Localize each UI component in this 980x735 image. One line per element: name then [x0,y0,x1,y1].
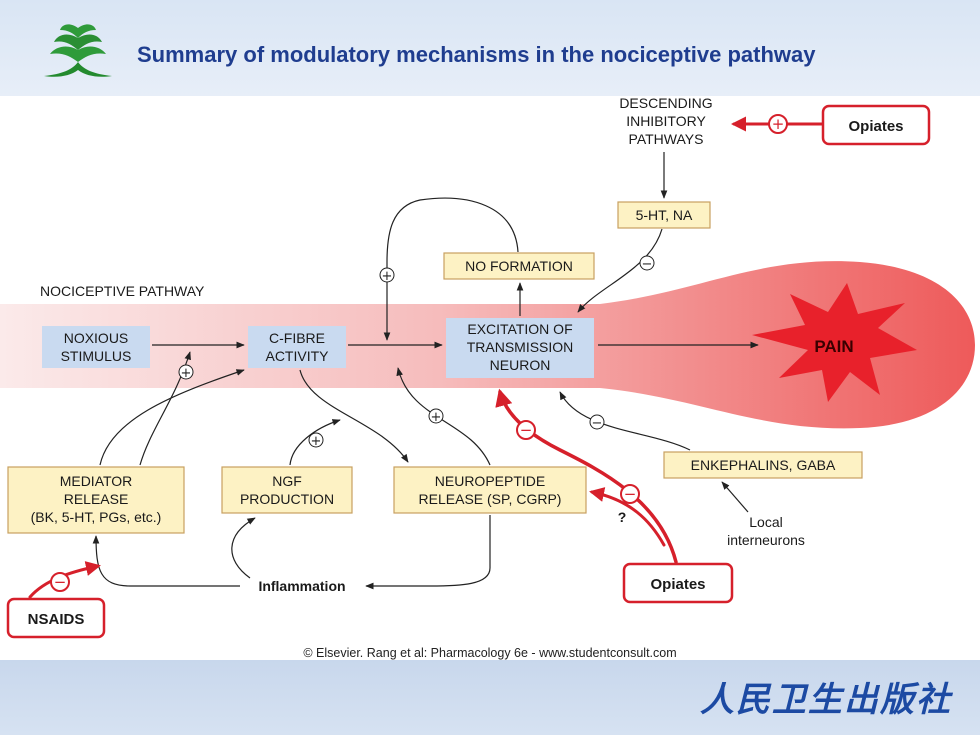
arrow-ngf-to-cfibre [289,419,341,466]
serotonin-label: 5-HT, NA [636,207,693,223]
leaf-logo-icon [44,24,112,77]
arrow-inflammation-to-mediator [92,535,240,587]
neuropeptide-line-2: RELEASE (SP, CGRP) [419,491,562,507]
header-bar [0,0,980,96]
page-title: Summary of modulatory mechanisms in the … [137,42,816,67]
svg-text:−: − [54,573,67,591]
plus-sign-ngf: + [308,432,324,449]
arrow-neuropeptide-to-inflammation [365,515,491,590]
mediator-line-3: (BK, 5-HT, PGs, etc.) [31,509,162,525]
excitation-line-1: EXCITATION OF [467,321,572,337]
cfibre-line-1: C-FIBRE [269,330,325,346]
red-minus-sign-excitation: − [516,420,536,440]
svg-text:+: + [382,269,393,284]
plus-sign-neuropeptide: + [428,408,444,425]
red-minus-sign-neuropeptide: − [620,484,640,504]
ngf-line-1: NGF [272,473,302,489]
ngf-production-box: NGF PRODUCTION [221,466,353,514]
no-formation-box: NO FORMATION [443,252,595,280]
local-line-2: interneurons [727,532,805,548]
mediator-line-2: RELEASE [64,491,129,507]
enkephalins-label: ENKEPHALINS, GABA [691,457,836,473]
svg-text:−: − [592,416,603,431]
publisher-logo: 人民卫生出版社 [700,680,952,720]
opiates-top-box: Opiates [821,104,931,146]
ngf-line-2: PRODUCTION [240,491,334,507]
enkephalins-gaba-box: ENKEPHALINS, GABA [663,451,863,479]
minus-sign-enkephalins: − [589,414,605,431]
pathway-label: NOCICEPTIVE PATHWAY [40,283,205,299]
c-fibre-activity-box: C-FIBRE ACTIVITY [248,326,346,368]
excitation-neuron-box: EXCITATION OF TRANSMISSION NEURON [446,318,594,378]
svg-text:+: + [772,115,785,133]
pain-star-icon [752,283,917,402]
noxious-line-2: STIMULUS [61,348,132,364]
svg-text:+: + [181,366,192,381]
red-minus-sign-nsaids: − [50,572,70,592]
svg-text:−: − [624,485,637,503]
descending-line-3: PATHWAYS [629,131,704,147]
neuropeptide-line-1: NEUROPEPTIDE [435,473,545,489]
footer-bar [0,660,980,735]
inflammation-label: Inflammation [258,578,345,594]
mediator-line-1: MEDIATOR [60,473,133,489]
arrow-inflammation-to-ngf [231,517,256,579]
opiates-bottom-label: Opiates [650,576,705,593]
copyright-credit: © Elsevier. Rang et al: Pharmacology 6e … [303,646,677,660]
nsaids-label: NSAIDS [28,611,85,628]
excitation-line-2: TRANSMISSION [467,339,574,355]
plus-sign-mediator: + [178,364,194,381]
local-line-1: Local [749,514,782,530]
svg-text:−: − [642,257,653,272]
svg-text:+: + [311,434,322,449]
minus-sign-5ht: − [639,255,655,272]
opiates-top-label: Opiates [848,118,903,135]
noxious-stimulus-box: NOXIOUS STIMULUS [42,326,150,368]
arrow-no-loop-to-excitation [383,197,519,341]
cfibre-line-2: ACTIVITY [265,348,329,364]
mediator-release-box: MEDIATOR RELEASE (BK, 5-HT, PGs, etc.) [7,466,185,534]
arrow-mediator-to-cfibre [99,369,245,466]
arrow-5ht-to-excitation [577,228,663,313]
red-plus-sign-descending: + [768,114,788,134]
excitation-line-3: NEURON [490,357,551,373]
svg-text:−: − [520,421,533,439]
nsaids-box: NSAIDS [6,597,106,639]
descending-line-1: DESCENDING [619,95,712,111]
arrow-cfibre-to-neuropeptide [299,369,409,463]
serotonin-na-box: 5-HT, NA [617,201,711,229]
svg-text:+: + [431,410,442,425]
arrow-enkephalins-to-excitation [559,391,691,451]
red-arrow-opiates-to-excitation [495,388,678,564]
pain-label: PAIN [814,337,853,356]
descending-line-2: INHIBITORY [626,113,706,129]
noxious-line-1: NOXIOUS [64,330,129,346]
red-arrow-opiates-to-neuropeptide [589,487,666,547]
no-formation-label: NO FORMATION [465,258,573,274]
plus-sign-no-loop: + [379,267,395,284]
neuropeptide-release-box: NEUROPEPTIDE RELEASE (SP, CGRP) [393,466,587,514]
question-mark: ? [618,509,627,525]
opiates-bottom-box: Opiates [622,562,734,604]
arrow-local-to-enkephalins [721,481,749,513]
